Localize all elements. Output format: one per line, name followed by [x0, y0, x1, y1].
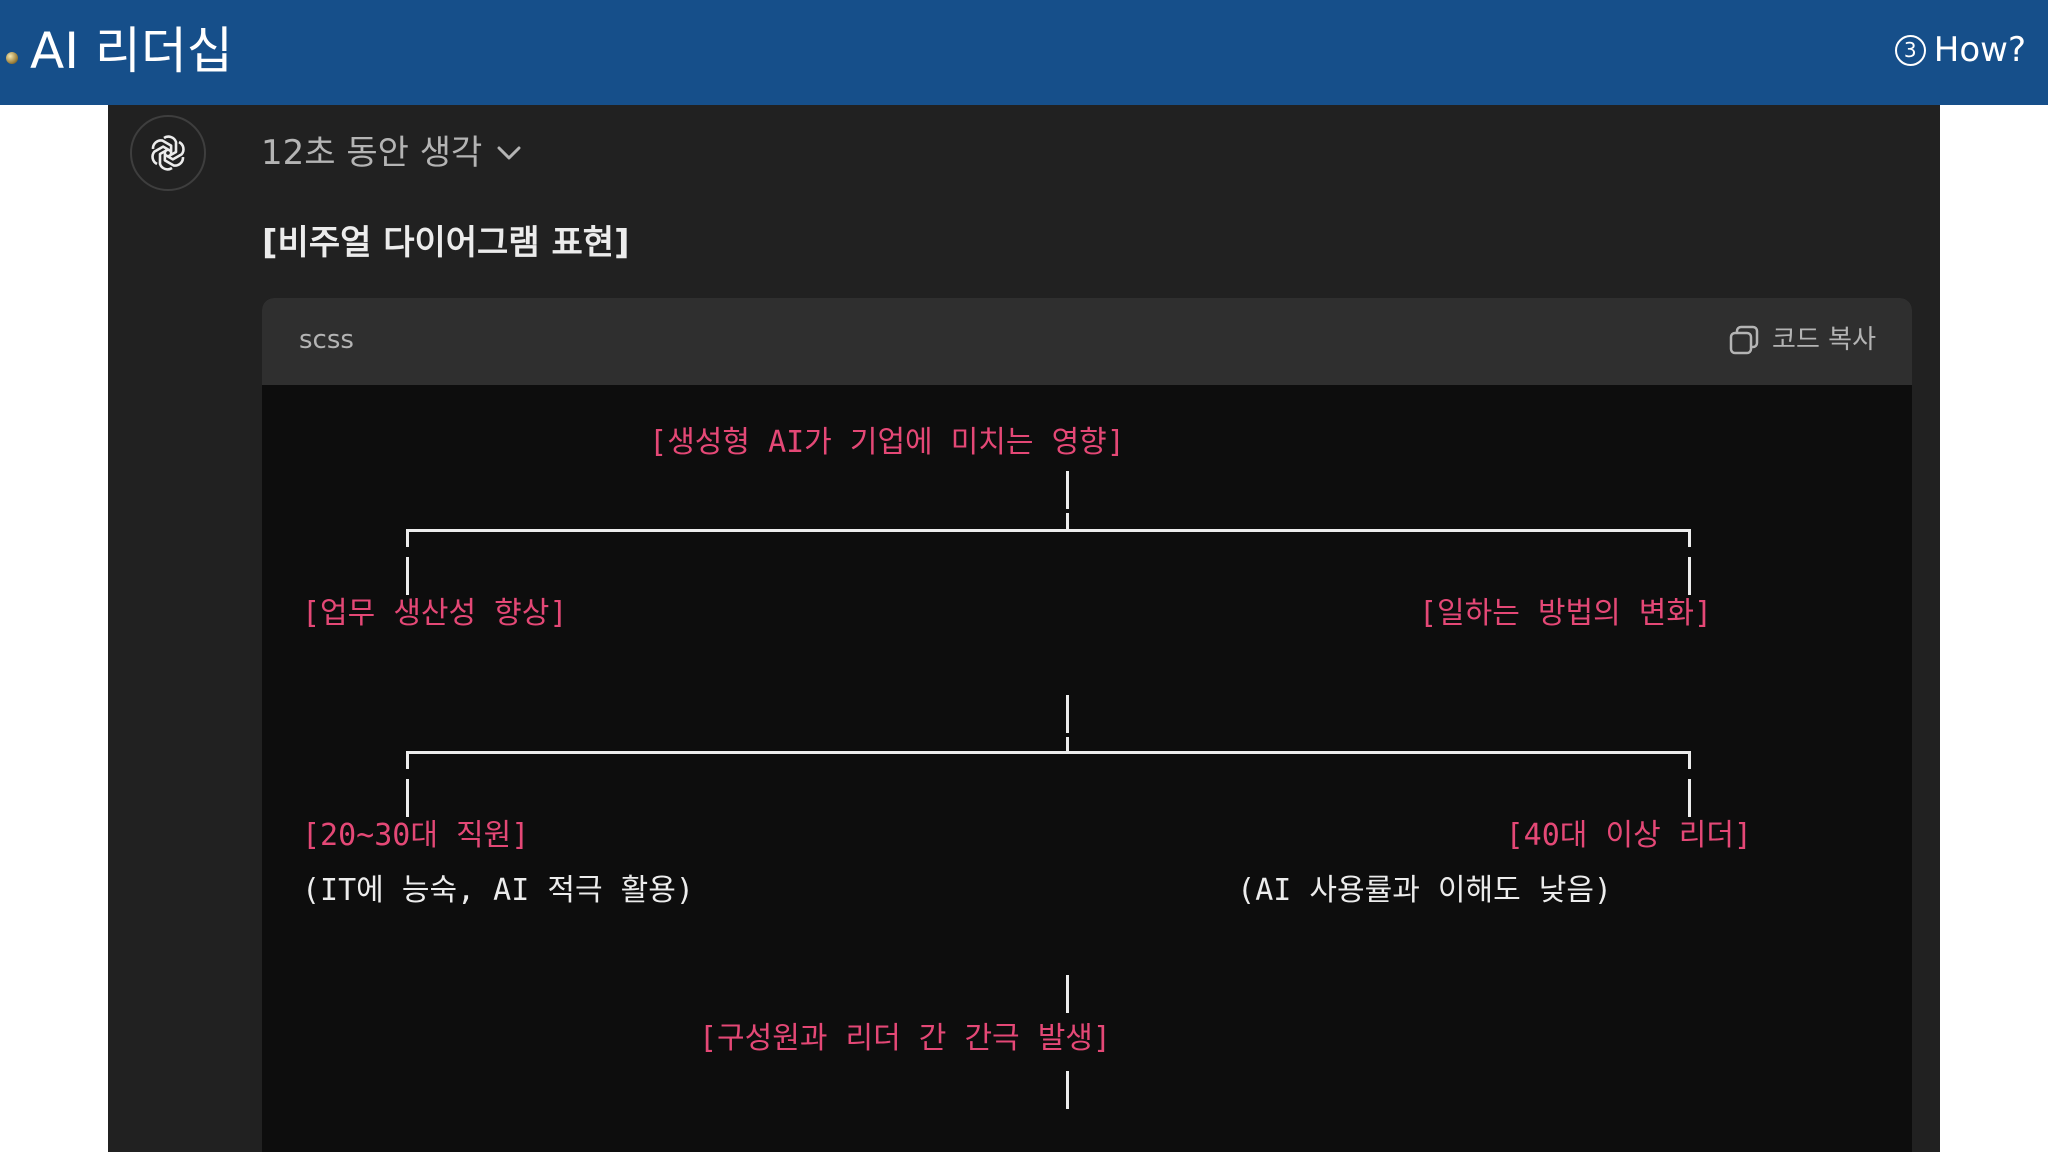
diagram-right-group-title: [40대 이상 리더]: [1505, 818, 1752, 853]
diagram-result: [구성원과 리더 간 간극 발생]: [699, 1021, 1111, 1056]
code-block-header: scss 코드 복사: [262, 298, 1912, 385]
chat-panel: 12초 동안 생각 [비주얼 다이어그램 표현] scss 코드 복사 [생성형…: [108, 105, 1940, 1152]
copy-icon: [1729, 325, 1759, 355]
diagram-left-branch: [업무 생산성 향상]: [302, 596, 568, 631]
diagram-connector: [1066, 975, 1069, 1013]
diagram-connector: [1066, 471, 1069, 509]
diagram-connector: [406, 751, 409, 769]
circled-number-icon: 3: [1894, 34, 1926, 66]
diagram-connector: [1066, 695, 1069, 733]
diagram-branch-line: [406, 529, 1691, 532]
diagram-right-group-desc: (AI 사용률과 이해도 낮음): [1237, 873, 1612, 908]
slide-title: AI 리더십: [30, 22, 233, 80]
code-language-label: scss: [299, 325, 354, 355]
diagram-branch-line: [406, 751, 1691, 754]
diagram-connector: [1688, 751, 1691, 769]
assistant-avatar: [130, 115, 206, 191]
step-label: 3 How?: [1894, 26, 2026, 74]
diagram-connector: [406, 779, 409, 817]
diagram-right-branch: [일하는 방법의 변화]: [1418, 596, 1712, 631]
diagram-connector: [1066, 1071, 1069, 1109]
thinking-toggle[interactable]: 12초 동안 생각: [261, 129, 522, 177]
diagram-connector: [1066, 737, 1069, 753]
chevron-down-icon: [497, 146, 521, 160]
bullet-icon: [6, 52, 18, 64]
section-heading: [비주얼 다이어그램 표현]: [262, 223, 630, 263]
diagram-connector: [406, 557, 409, 595]
diagram-connector: [406, 529, 409, 547]
code-block: scss 코드 복사 [생성형 AI가 기업에 미치는 영향] [업무 생산성 …: [262, 298, 1912, 1152]
diagram-connector: [1066, 513, 1069, 531]
copy-code-button[interactable]: 코드 복사: [1728, 320, 1876, 360]
openai-logo-icon: [151, 135, 185, 171]
diagram-root: [생성형 AI가 기업에 미치는 영향]: [649, 425, 1125, 460]
copy-code-label: 코드 복사: [1772, 325, 1876, 355]
step-text: How?: [1933, 30, 2026, 70]
thinking-label: 12초 동안 생각: [261, 133, 483, 173]
diagram-left-group-title: [20~30대 직원]: [302, 818, 530, 853]
diagram-connector: [1688, 779, 1691, 817]
diagram-connector: [1688, 557, 1691, 595]
diagram-left-group-desc: (IT에 능숙, AI 적극 활용): [302, 873, 694, 908]
diagram-connector: [1688, 529, 1691, 547]
slide-header: AI 리더십 3 How?: [0, 0, 2048, 105]
code-body: [생성형 AI가 기업에 미치는 영향] [업무 생산성 향상] [일하는 방법…: [262, 385, 1912, 1152]
